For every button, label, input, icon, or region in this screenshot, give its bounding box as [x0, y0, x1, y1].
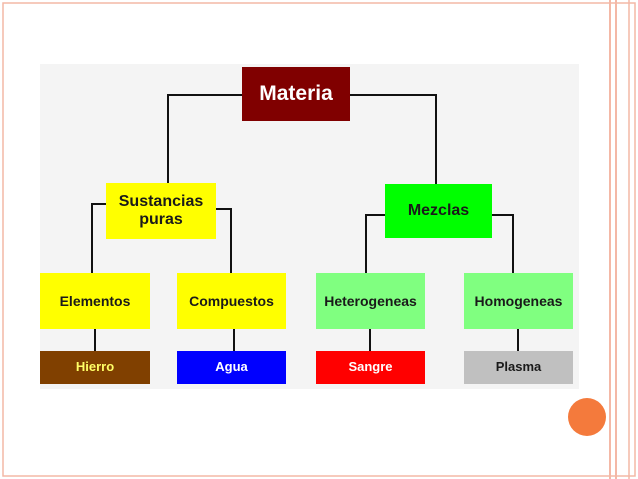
node-compuestos-label: Compuestos: [189, 292, 274, 309]
connector-root-left-v: [167, 94, 169, 186]
connector-sustancias-left-v: [91, 203, 93, 273]
node-materia-label: Materia: [259, 81, 333, 105]
connector-mezclas-right-v: [512, 214, 514, 273]
connector-homogeneas-plasma: [517, 329, 519, 351]
node-mezclas: Mezclas: [385, 184, 492, 238]
node-homogeneas: Homogeneas: [464, 273, 573, 329]
node-sustancias-puras-label: Sustancias puras: [118, 192, 204, 228]
connector-root-left-h: [167, 94, 242, 96]
node-elementos: Elementos: [40, 273, 150, 329]
node-homogeneas-label: Homogeneas: [474, 292, 563, 309]
node-hierro: Hierro: [40, 351, 150, 384]
node-sangre: Sangre: [316, 351, 425, 384]
node-agua-label: Agua: [215, 359, 248, 375]
connector-compuestos-agua: [233, 329, 235, 351]
connector-mezclas-right-h: [492, 214, 514, 216]
node-sustancias-puras: Sustancias puras: [106, 183, 216, 239]
connector-sustancias-right-h: [216, 208, 232, 210]
connector-root-right-v: [435, 94, 437, 184]
node-heterogeneas-label: Heterogeneas: [324, 292, 417, 309]
node-agua: Agua: [177, 351, 286, 384]
node-hierro-label: Hierro: [75, 359, 115, 375]
connector-elementos-hierro: [94, 329, 96, 351]
connector-heterogeneas-sangre: [369, 329, 371, 351]
node-materia: Materia: [242, 67, 350, 121]
node-elementos-label: Elementos: [59, 292, 131, 309]
node-sangre-label: Sangre: [348, 359, 393, 375]
node-mezclas-label: Mezclas: [407, 201, 470, 219]
node-heterogeneas: Heterogeneas: [316, 273, 425, 329]
connector-sustancias-right-v: [230, 208, 232, 273]
node-plasma: Plasma: [464, 351, 573, 384]
connector-root-right-h: [350, 94, 437, 96]
orange-dot-icon: [568, 398, 606, 436]
node-plasma-label: Plasma: [495, 359, 542, 375]
node-compuestos: Compuestos: [177, 273, 286, 329]
connector-mezclas-left-h: [365, 214, 385, 216]
connector-mezclas-left-v: [365, 214, 367, 273]
connector-sustancias-left-h: [91, 203, 106, 205]
